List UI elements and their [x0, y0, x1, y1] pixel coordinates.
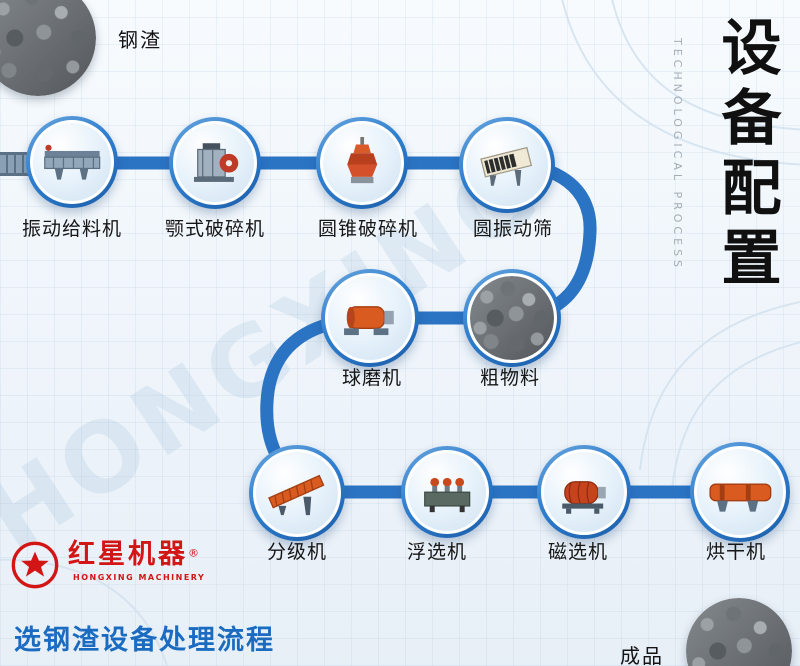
node-jaw-crusher — [169, 117, 261, 209]
flotation-machine-icon — [423, 477, 471, 512]
coarse-material-photo — [470, 276, 554, 360]
node-label: 颚式破碎机 — [164, 218, 265, 240]
node-label: 振动给料机 — [21, 218, 122, 240]
magnetic-separator-icon — [562, 481, 606, 514]
node-inner — [694, 446, 786, 538]
steel-slag-label: 钢渣 — [118, 28, 162, 52]
node-ball-mill — [321, 269, 419, 367]
node-label: 圆振动筛 — [472, 218, 553, 240]
brand-wordmark: 红星机器® HONGXING MACHINERY — [68, 540, 210, 582]
node-coarse-material — [463, 269, 561, 367]
node-inner — [405, 450, 489, 534]
node-inner — [253, 449, 341, 537]
hongxing-star-emblem-icon — [10, 540, 60, 590]
node-inner — [30, 120, 114, 204]
node-magnetic-separator — [537, 445, 631, 539]
node-inner — [541, 449, 627, 535]
node-label: 磁选机 — [547, 541, 608, 563]
vibrating-feeder-icon — [43, 144, 101, 180]
registered-mark: ® — [188, 546, 199, 560]
page-title: 选钢渣设备处理流程 — [14, 625, 275, 656]
cone-crusher-icon — [347, 136, 377, 183]
rotary-dryer-icon — [709, 483, 771, 512]
finished-product-label: 成品 — [620, 644, 664, 666]
spiral-classifier-icon — [268, 474, 325, 516]
node-inner — [325, 273, 415, 363]
node-inner — [320, 121, 404, 205]
node-label: 球磨机 — [341, 367, 402, 389]
node-cone-crusher — [316, 117, 408, 209]
side-text-cn: 设备配置 — [711, 16, 781, 296]
node-label: 分级机 — [266, 541, 327, 563]
node-vibrating-feeder — [26, 116, 118, 208]
brand-name-en: HONGXING MACHINERY — [73, 572, 206, 582]
jaw-crusher-icon — [193, 143, 239, 182]
node-dryer — [690, 442, 790, 542]
node-vibrating-screen — [459, 117, 555, 213]
node-label: 粗物料 — [479, 367, 540, 389]
side-text-en: TECHNOLOGICAL PROCESS — [671, 38, 684, 272]
node-inner — [463, 121, 551, 209]
circular-vibrating-screen-icon — [480, 147, 533, 186]
node-classifier — [249, 445, 345, 541]
node-label: 烘干机 — [705, 541, 766, 563]
node-label: 圆锥破碎机 — [317, 218, 418, 240]
node-flotation-machine — [401, 446, 493, 538]
ball-mill-icon — [344, 306, 395, 336]
node-label: 浮选机 — [406, 541, 467, 563]
node-inner — [173, 121, 257, 205]
node-inner — [467, 273, 557, 363]
brand-name-cn: 红星机器 — [68, 539, 188, 570]
brand-logo: 红星机器® HONGXING MACHINERY — [10, 540, 210, 590]
